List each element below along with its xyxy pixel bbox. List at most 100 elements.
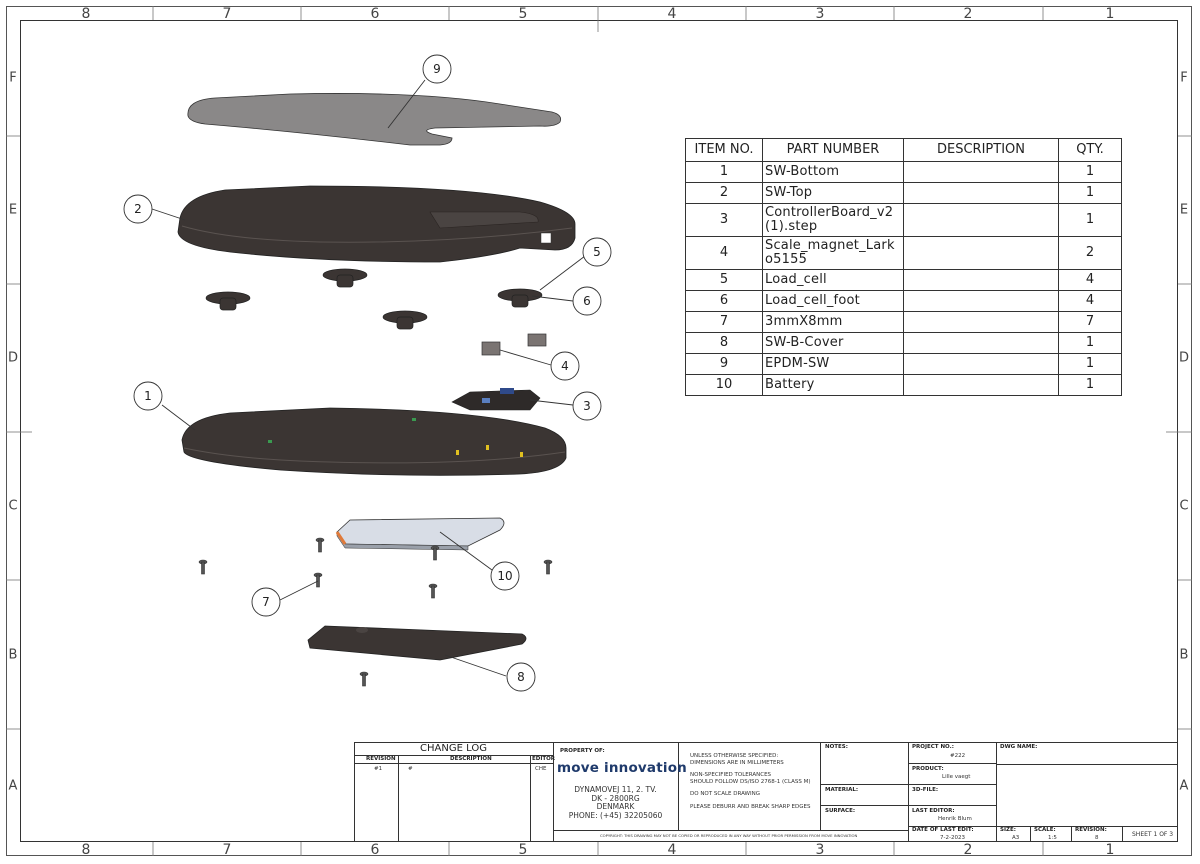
file-3d-label: 3D-FILE: xyxy=(912,787,939,793)
address-line: PHONE: (+45) 32205060 xyxy=(568,810,663,820)
bom-header-desc: DESCRIPTION xyxy=(903,138,1059,162)
title-block-frame xyxy=(354,742,1178,842)
address-line: DK - 2800RG xyxy=(591,793,640,803)
change-log-editor: CHE xyxy=(535,766,547,772)
zone-row-A-left: A xyxy=(8,778,18,794)
bom-part: SW-Bottom xyxy=(762,161,904,183)
part-2-top-shell xyxy=(177,185,576,263)
balloon-10 xyxy=(490,561,520,591)
zone-col-8-top: 8 xyxy=(81,6,91,22)
bom-item: 4 xyxy=(685,236,763,270)
balloons xyxy=(123,54,612,692)
size-label: SIZE: xyxy=(1000,827,1016,833)
bom-item: 5 xyxy=(685,269,763,291)
load-cells xyxy=(205,268,543,330)
bom-part: Load_cell xyxy=(762,269,904,291)
bom-item: 9 xyxy=(685,353,763,375)
zone-col-2-bottom: 2 xyxy=(963,842,973,858)
part-7-screws xyxy=(198,537,553,687)
bom-item: 3 xyxy=(685,203,763,237)
bom-desc xyxy=(903,182,1059,204)
bom-item: 10 xyxy=(685,374,763,396)
bom-qty: 1 xyxy=(1058,161,1122,183)
address-line: DENMARK xyxy=(596,802,635,811)
sheet-number: SHEET 1 OF 3 xyxy=(1132,831,1174,838)
property-of-label: PROPERTY OF: xyxy=(560,748,605,754)
bom-qty: 2 xyxy=(1058,236,1122,270)
material-label: MATERIAL: xyxy=(825,787,859,793)
scale-label: SCALE: xyxy=(1034,827,1056,833)
bom-item: 1 xyxy=(685,161,763,183)
date-label: DATE OF LAST EDIT: xyxy=(912,827,974,833)
balloon-5 xyxy=(582,237,612,267)
change-log-revision: #1 xyxy=(374,766,383,772)
bom-qty: 4 xyxy=(1058,269,1122,291)
leader-lines xyxy=(151,79,586,677)
zone-col-7-bottom: 7 xyxy=(222,842,232,858)
project-no-value: #222 xyxy=(950,753,966,759)
bom-qty: 1 xyxy=(1058,374,1122,396)
bom-part: EPDM-SW xyxy=(762,353,904,375)
bom-header-row: ITEM NO. PART NUMBER DESCRIPTION QTY. xyxy=(685,138,1122,162)
product-label: PRODUCT: xyxy=(912,766,944,772)
project-no-label: PROJECT NO.: xyxy=(912,744,954,750)
part-1-bottom-shell xyxy=(181,407,567,476)
zone-col-3-top: 3 xyxy=(815,6,825,22)
bom-desc xyxy=(903,290,1059,312)
bom-desc xyxy=(903,269,1059,291)
balloon-10-label: 10 xyxy=(497,569,513,583)
zone-col-1-top: 1 xyxy=(1105,6,1115,22)
bom-qty: 1 xyxy=(1058,203,1122,237)
bom-qty: 1 xyxy=(1058,353,1122,375)
zone-row-E-left: E xyxy=(8,202,18,218)
spec-line: NON-SPECIFIED TOLERANCES xyxy=(690,772,772,778)
change-log-description: # xyxy=(408,766,413,772)
bom-part: Battery xyxy=(762,374,904,396)
balloon-6 xyxy=(572,286,602,316)
zone-row-E-right: E xyxy=(1179,202,1189,218)
bom-qty: 7 xyxy=(1058,311,1122,333)
bom-item: 2 xyxy=(685,182,763,204)
part-3-controller-board xyxy=(451,388,541,411)
spec-line: DIMENSIONS ARE IN MILLIMETERS xyxy=(690,759,784,766)
part-10-battery xyxy=(335,517,505,551)
balloon-7-label: 7 xyxy=(262,595,270,609)
zone-row-B-right: B xyxy=(1179,647,1189,663)
balloon-4-label: 4 xyxy=(561,359,569,373)
bom-part: ControllerBoard_v2 (1).step xyxy=(762,203,904,237)
balloon-1-label: 1 xyxy=(144,389,152,403)
spec-line: UNLESS OTHERWISE SPECIFIED: xyxy=(690,753,779,759)
part-4-magnets xyxy=(481,333,547,356)
zone-col-6-top: 6 xyxy=(370,6,380,22)
zone-row-D-left: D xyxy=(7,350,18,366)
spec-line: PLEASE DEBURR AND BREAK SHARP EDGES xyxy=(690,803,811,810)
zone-col-4-top: 4 xyxy=(667,6,677,22)
bom-desc xyxy=(903,236,1059,270)
notes-label: NOTES: xyxy=(825,744,848,750)
balloon-1 xyxy=(133,381,163,411)
zone-col-1-bottom: 1 xyxy=(1105,842,1115,858)
last-editor-label: LAST EDITOR: xyxy=(912,808,955,814)
bom-qty: 1 xyxy=(1058,182,1122,204)
bom-part: SW-Top xyxy=(762,182,904,204)
zone-col-5-bottom: 5 xyxy=(518,842,528,858)
balloon-5-label: 5 xyxy=(593,245,601,259)
bom-part: Scale_magnet_Lark o5155 xyxy=(762,236,904,270)
bom-desc xyxy=(903,311,1059,333)
zone-col-7-top: 7 xyxy=(222,6,232,22)
part-9-epdm-pad xyxy=(187,93,562,146)
balloon-8 xyxy=(506,662,536,692)
spec-line: SHOULD FOLLOW DS/ISO 2768-1 (CLASS M) xyxy=(690,778,811,785)
bom-desc xyxy=(903,353,1059,375)
zone-col-5-top: 5 xyxy=(518,6,528,22)
bom-item: 7 xyxy=(685,311,763,333)
surface-label: SURFACE: xyxy=(825,808,856,814)
